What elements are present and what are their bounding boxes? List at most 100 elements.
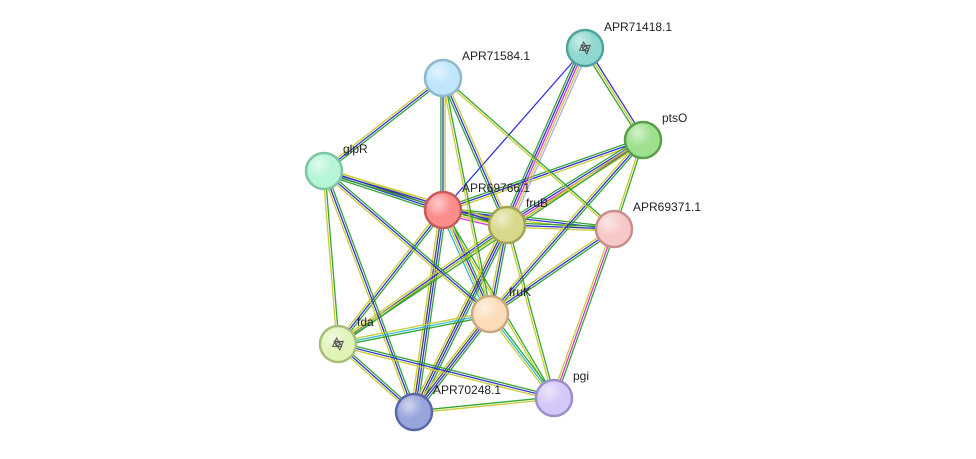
edge-glpR-fruK[interactable]: [321, 168, 493, 317]
node-glpR[interactable]: glpR: [304, 142, 368, 191]
edge-evidence-line: [506, 47, 586, 226]
edge-evidence-line: [440, 78, 506, 227]
node-APR71418.1[interactable]: APR71418.1: [565, 20, 672, 68]
edge-evidence-line: [412, 312, 490, 413]
node-label: APR69371.1: [633, 200, 701, 214]
edge-evidence-line: [323, 77, 444, 172]
edge-evidence-line: [442, 47, 586, 211]
node-highlight: [426, 61, 460, 95]
edge-evidence-line: [413, 398, 555, 414]
node-highlight: [597, 212, 631, 246]
edge-evidence-line: [337, 140, 645, 346]
edge-evidence-line: [323, 170, 508, 226]
node-label: APR71584.1: [462, 49, 530, 63]
edge-evidence-line: [335, 208, 442, 344]
edge-evidence-line: [443, 141, 645, 213]
node-label: fruK: [509, 285, 531, 299]
node-APR69766.1[interactable]: APR69766.1: [423, 181, 530, 230]
edge-APR71584.1-APR69371.1[interactable]: [441, 76, 616, 231]
edge-glpR-fda[interactable]: [322, 170, 340, 345]
edge-fruB-glpR[interactable]: [322, 168, 509, 228]
edge-evidence-line: [323, 170, 491, 315]
edge-evidence-line: [337, 209, 444, 345]
edge-fruB-pgi[interactable]: [505, 224, 556, 399]
edge-evidence-line: [416, 209, 447, 414]
node-fda[interactable]: fda: [318, 315, 374, 364]
edge-evidence-line: [487, 137, 643, 314]
edge-APR70248.1-pgi[interactable]: [413, 396, 555, 414]
edge-evidence-line: [324, 168, 493, 314]
edge-evidence-line: [323, 168, 509, 224]
node-fruB[interactable]: fruB: [487, 196, 548, 245]
edge-evidence-line: [507, 224, 556, 399]
edge-APR71584.1-fruK[interactable]: [441, 77, 492, 315]
edge-evidence-line: [410, 208, 441, 413]
edge-APR71584.1-glpR[interactable]: [322, 75, 445, 174]
node-label: pgi: [573, 369, 589, 383]
node-label: APR69766.1: [462, 181, 530, 195]
edge-evidence-line: [442, 77, 508, 226]
edge-ptsO-fda[interactable]: [336, 138, 645, 346]
node-label: APR70248.1: [433, 383, 501, 397]
edge-evidence-line: [441, 77, 490, 315]
edge-evidence-line: [321, 171, 490, 317]
edge-evidence-line: [510, 49, 590, 228]
node-fruK[interactable]: fruK: [470, 285, 531, 334]
edge-evidence-line: [413, 396, 555, 412]
edge-APR69371.1-fruK[interactable]: [488, 226, 616, 317]
node-APR69371.1[interactable]: APR69371.1: [594, 200, 701, 249]
edge-evidence-line: [325, 169, 417, 412]
edge-evidence-line: [337, 313, 491, 345]
node-label: ptsO: [662, 111, 687, 125]
node-highlight: [321, 327, 355, 361]
edge-evidence-line: [414, 209, 445, 413]
node-pgi[interactable]: pgi: [534, 369, 589, 418]
edge-evidence-line: [324, 170, 340, 345]
edge-evidence-line: [337, 341, 556, 397]
edge-evidence-line: [321, 171, 413, 414]
edge-evidence-line: [490, 140, 646, 317]
node-highlight: [397, 395, 431, 429]
edge-evidence-line: [551, 227, 613, 398]
protein-structure-icon: [578, 40, 591, 55]
node-highlight: [473, 297, 507, 331]
edge-fruK-fda[interactable]: [336, 311, 492, 347]
node-APR70248.1[interactable]: APR70248.1: [394, 383, 501, 432]
edge-ptsO-fruK[interactable]: [487, 137, 646, 317]
edge-evidence-line: [504, 46, 584, 225]
edge-APR69766.1-fda[interactable]: [335, 208, 446, 346]
edge-evidence-line: [444, 76, 510, 225]
edge-evidence-line: [488, 226, 614, 313]
edge-evidence-line: [502, 45, 582, 224]
node-highlight: [568, 31, 602, 65]
edge-APR69766.1-APR71418.1[interactable]: [442, 47, 586, 211]
edge-fda-pgi[interactable]: [336, 341, 556, 401]
edge-evidence-line: [410, 222, 505, 412]
edge-APR69766.1-APR70248.1[interactable]: [410, 208, 447, 414]
edge-APR69766.1-ptsO[interactable]: [441, 137, 645, 213]
edge-glpR-APR70248.1[interactable]: [321, 169, 417, 414]
node-layer: APR71584.1APR71418.1ptsOglpRAPR69766.1fr…: [304, 20, 701, 432]
edge-evidence-line: [555, 229, 617, 400]
edge-evidence-line: [414, 224, 509, 414]
edge-evidence-line: [508, 48, 588, 227]
node-ptsO[interactable]: ptsO: [623, 111, 687, 160]
edge-fruB-APR71584.1[interactable]: [440, 76, 510, 227]
edge-fruB-APR71418.1[interactable]: [502, 45, 590, 228]
protein-structure-icon: [331, 336, 344, 351]
edge-APR69371.1-pgi[interactable]: [551, 227, 617, 400]
edge-evidence-line: [414, 313, 492, 414]
node-label: fda: [357, 315, 374, 329]
edge-evidence-line: [441, 137, 643, 209]
edge-evidence-line: [553, 228, 615, 399]
edge-evidence-line: [323, 170, 415, 413]
edge-evidence-line: [336, 345, 555, 401]
edge-fruK-APR70248.1[interactable]: [410, 311, 494, 415]
edge-evidence-line: [504, 136, 642, 223]
edge-APR69766.1-APR71584.1[interactable]: [440, 77, 446, 211]
edge-evidence-line: [324, 79, 445, 174]
edge-evidence-line: [439, 210, 488, 316]
edge-evidence-line: [443, 76, 616, 229]
node-APR71584.1[interactable]: APR71584.1: [423, 49, 530, 98]
